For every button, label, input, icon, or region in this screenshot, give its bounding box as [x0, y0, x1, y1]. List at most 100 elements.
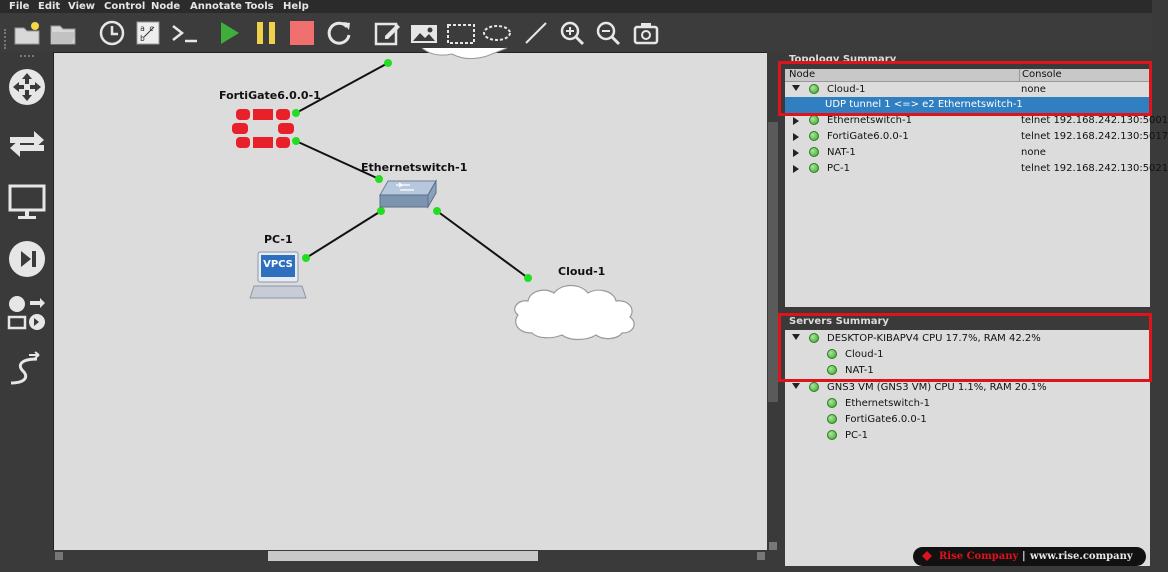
- canvas-vertical-scrollbar[interactable]: [767, 52, 779, 562]
- start-icon[interactable]: [214, 18, 244, 48]
- status-dot-icon: [809, 163, 819, 173]
- device-sidebar: [0, 52, 53, 572]
- fortigate-label: FortiGate6.0.0-1: [219, 89, 321, 102]
- server-node-pc[interactable]: PC-1: [785, 428, 1150, 444]
- menu-help[interactable]: Help: [283, 1, 309, 12]
- switch-node-icon[interactable]: [378, 179, 438, 211]
- rectangle-icon[interactable]: [446, 18, 476, 48]
- sidebar-grip: [20, 55, 34, 57]
- cloud-node-icon[interactable]: [510, 281, 646, 343]
- highlight-box-servers: [778, 313, 1152, 382]
- link-fortigate-switch[interactable]: [295, 140, 380, 180]
- server-node-fortigate[interactable]: FortiGate6.0.0-1: [785, 412, 1150, 428]
- server-node-nat[interactable]: NAT-1: [785, 363, 1150, 379]
- switches-icon[interactable]: [4, 120, 50, 166]
- menu-node[interactable]: Node: [151, 1, 181, 12]
- hscroll-right-arrow[interactable]: [757, 552, 765, 560]
- topology-child-udp-tunnel[interactable]: UDP tunnel 1 <=> e2 Ethernetswitch-1: [785, 97, 1150, 113]
- menu-bar: File Edit View Control Node Annotate Too…: [0, 0, 1152, 13]
- pc-label: PC-1: [264, 233, 293, 246]
- hscroll-left-arrow[interactable]: [55, 552, 63, 560]
- end-devices-icon[interactable]: [4, 179, 50, 225]
- menu-view[interactable]: View: [68, 1, 96, 12]
- toolbar-grip[interactable]: [4, 29, 8, 49]
- svg-text:b: b: [140, 34, 145, 43]
- link-endpoints: [292, 59, 532, 282]
- watermark-brand: Rise Company: [939, 551, 1019, 562]
- menu-annotate[interactable]: Annotate: [190, 1, 242, 12]
- routers-icon[interactable]: [4, 64, 50, 110]
- fortigate-node-icon[interactable]: [232, 107, 296, 151]
- server-node-cloud[interactable]: Cloud-1: [785, 347, 1150, 363]
- links-layer: [292, 47, 532, 282]
- expand-arrow[interactable]: [793, 165, 799, 173]
- menu-tools[interactable]: Tools: [245, 1, 274, 12]
- all-devices-icon[interactable]: [4, 290, 50, 336]
- status-dot-icon: [827, 349, 837, 359]
- topology-header: Node Console: [785, 69, 1150, 82]
- highlight-box-topology: [778, 61, 1152, 116]
- line-icon[interactable]: [521, 18, 551, 48]
- topology-row-nat[interactable]: NAT-1 none: [785, 145, 1150, 161]
- servers-summary-panel: DESKTOP-KIBAPV4 CPU 17.7%, RAM 42.2% Clo…: [785, 330, 1150, 566]
- status-dot-icon: [809, 382, 819, 392]
- edit-note-icon[interactable]: [372, 18, 402, 48]
- console-icon[interactable]: [170, 18, 200, 48]
- col-console[interactable]: Console: [1019, 69, 1062, 81]
- expand-arrow[interactable]: [793, 117, 799, 125]
- vscroll-thumb[interactable]: [768, 122, 778, 402]
- menu-file[interactable]: File: [9, 1, 30, 12]
- status-dot-icon: [809, 84, 819, 94]
- link-switch-cloud[interactable]: [436, 210, 529, 279]
- topology-row-cloud[interactable]: Cloud-1 none: [785, 82, 1150, 98]
- hscroll-thumb[interactable]: [268, 551, 538, 561]
- image-icon[interactable]: [409, 18, 439, 48]
- vscroll-down-arrow[interactable]: [769, 542, 777, 550]
- zoom-in-icon[interactable]: [557, 18, 587, 48]
- watermark: Rise Company | www.rise.company: [913, 547, 1146, 566]
- canvas-horizontal-scrollbar[interactable]: [53, 550, 769, 562]
- status-dot-icon: [809, 115, 819, 125]
- screenshot-icon[interactable]: [631, 18, 661, 48]
- topology-row-fortigate[interactable]: FortiGate6.0.0-1 telnet 192.168.242.130:…: [785, 129, 1168, 145]
- col-node[interactable]: Node: [789, 69, 816, 80]
- add-link-icon[interactable]: [4, 346, 50, 392]
- watermark-separator: |: [1022, 551, 1026, 562]
- servers-summary-title: Servers Summary: [789, 316, 889, 327]
- vpcs-badge: VPCS: [263, 259, 293, 270]
- menu-control[interactable]: Control: [104, 1, 146, 12]
- server-row-vm[interactable]: GNS3 VM (GNS3 VM) CPU 1.1%, RAM 20.1%: [785, 380, 1150, 396]
- nat-cloud-partial[interactable]: [421, 47, 508, 60]
- status-dot-icon: [809, 333, 819, 343]
- zoom-out-icon[interactable]: [593, 18, 623, 48]
- status-dot-icon: [827, 365, 837, 375]
- pause-icon[interactable]: [251, 18, 281, 48]
- new-project-icon[interactable]: [12, 18, 42, 48]
- expand-arrow[interactable]: [793, 149, 799, 157]
- link-fortigate-nat[interactable]: [295, 62, 389, 114]
- open-project-icon[interactable]: [48, 18, 78, 48]
- server-node-switch[interactable]: Ethernetswitch-1: [785, 396, 1150, 412]
- status-dot-icon: [809, 147, 819, 157]
- svg-text:a: a: [140, 24, 145, 33]
- status-dot-icon: [827, 430, 837, 440]
- link-switch-pc[interactable]: [305, 210, 382, 259]
- security-devices-icon[interactable]: [4, 236, 50, 282]
- topology-canvas[interactable]: FortiGate6.0.0-1 Ethernetswitch-1 PC-1 V…: [53, 47, 769, 552]
- topology-row-pc[interactable]: PC-1 telnet 192.168.242.130:5021: [785, 161, 1168, 177]
- menu-edit[interactable]: Edit: [38, 1, 61, 12]
- ellipse-icon[interactable]: [482, 18, 512, 48]
- expand-arrow[interactable]: [792, 334, 800, 340]
- expand-arrow[interactable]: [792, 383, 800, 389]
- topology-summary-title: Topology Summary: [789, 54, 897, 65]
- panel-splitter[interactable]: [785, 307, 1150, 313]
- history-icon[interactable]: [97, 18, 127, 48]
- server-row-local[interactable]: DESKTOP-KIBAPV4 CPU 17.7%, RAM 42.2%: [785, 331, 1150, 347]
- status-dot-icon: [827, 414, 837, 424]
- reload-icon[interactable]: [324, 18, 354, 48]
- expand-arrow[interactable]: [792, 85, 800, 91]
- pc-node-icon[interactable]: VPCS: [249, 250, 307, 302]
- stop-icon[interactable]: [287, 18, 317, 48]
- expand-arrow[interactable]: [793, 133, 799, 141]
